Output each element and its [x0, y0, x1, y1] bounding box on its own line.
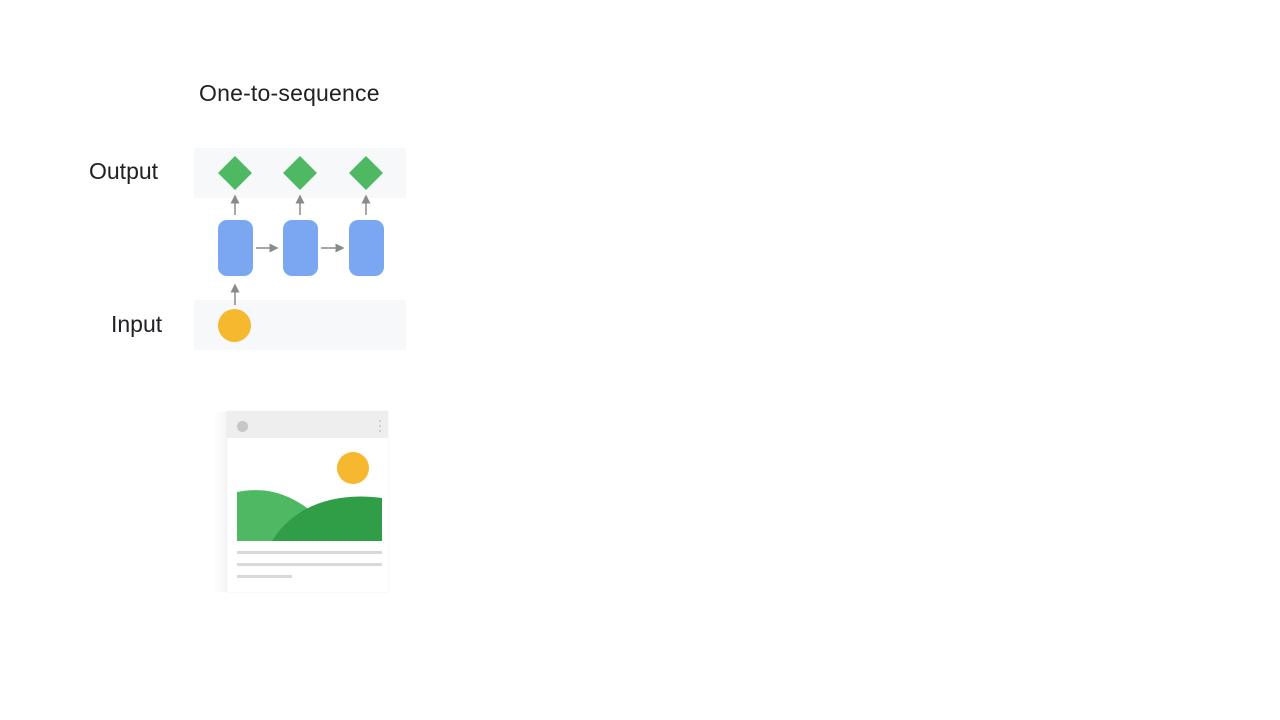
hill-right-icon — [272, 496, 382, 541]
output-label: Output — [89, 158, 159, 184]
rnn-cell-2 — [283, 220, 318, 276]
card-text-line-1 — [237, 551, 382, 554]
card-menu-icon — [379, 420, 381, 434]
landscape-image-icon — [237, 446, 382, 541]
card-dot-icon — [237, 421, 248, 432]
card-header-bar — [227, 411, 388, 438]
input-label: Input — [111, 311, 163, 337]
input-node-icon — [218, 309, 251, 342]
rnn-cell-1 — [218, 220, 253, 276]
sun-icon — [337, 452, 369, 484]
card-text-line-2 — [237, 563, 382, 566]
card-text-line-3 — [237, 575, 292, 578]
diagram-title: One-to-sequence — [199, 80, 380, 106]
rnn-cell-3 — [349, 220, 384, 276]
image-card-icon — [227, 411, 388, 592]
